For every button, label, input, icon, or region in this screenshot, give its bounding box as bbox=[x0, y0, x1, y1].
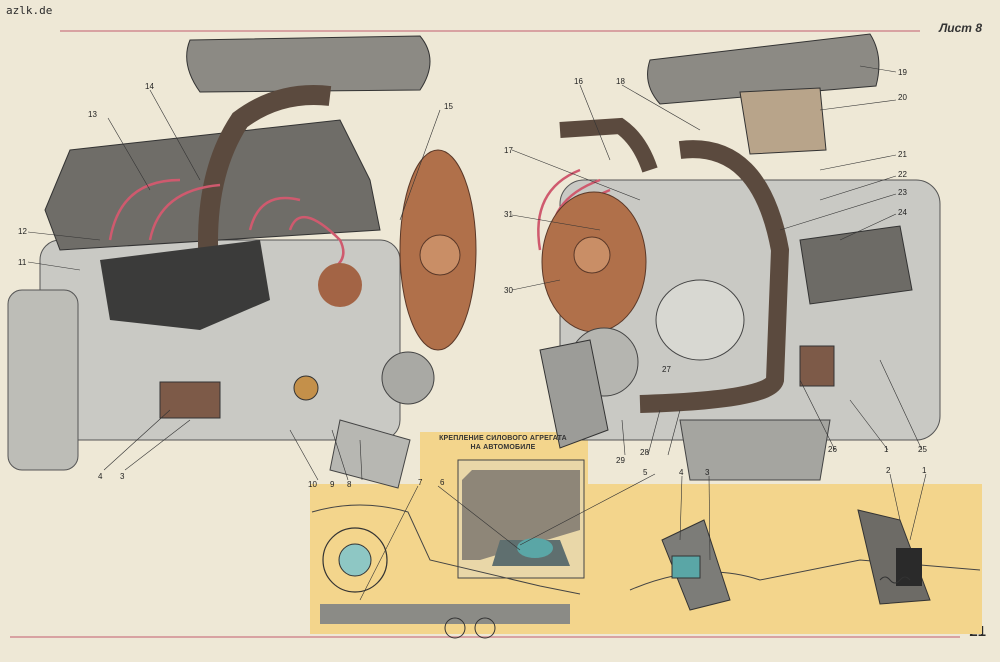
front-mount-tube-b bbox=[474, 617, 496, 639]
callout-22: 22 bbox=[898, 170, 907, 179]
callout-3: 3 bbox=[120, 472, 125, 481]
right-air-filter bbox=[647, 33, 880, 105]
callout-23: 23 bbox=[898, 188, 907, 197]
left-ignition-wires bbox=[108, 178, 345, 272]
callout-31: 31 bbox=[504, 210, 513, 219]
callout-16: 16 bbox=[574, 77, 583, 86]
front-mount-pulley bbox=[322, 527, 388, 593]
callout-26: 26 bbox=[828, 445, 837, 454]
callout-13: 13 bbox=[88, 110, 97, 119]
callout-19: 19 bbox=[898, 68, 907, 77]
callout-12: 12 bbox=[18, 227, 27, 236]
front-mount-hub bbox=[338, 543, 372, 577]
mount-detail-cushion bbox=[517, 538, 553, 558]
left-engine bbox=[7, 35, 477, 489]
callout-3-mount: 3 bbox=[705, 468, 710, 477]
left-oil-filler bbox=[293, 375, 319, 401]
right-engine-mount bbox=[799, 345, 835, 387]
callout-29: 29 bbox=[616, 456, 625, 465]
right-oil-filter bbox=[539, 339, 609, 449]
rear-mount-cushion-left bbox=[671, 555, 701, 579]
callout-5: 5 bbox=[643, 468, 648, 477]
bottom-rule bbox=[10, 636, 960, 638]
callout-14: 14 bbox=[145, 82, 154, 91]
right-upper-hose bbox=[559, 117, 658, 173]
front-mount-outline bbox=[311, 504, 581, 595]
left-engine-mount bbox=[159, 381, 221, 419]
callout-30: 30 bbox=[504, 286, 513, 295]
mount-section-title: КРЕПЛЕНИЕ СИЛОВОГО АГРЕГАТА НА АВТОМОБИЛ… bbox=[418, 434, 588, 452]
right-fan-hub bbox=[573, 236, 611, 274]
callout-24: 24 bbox=[898, 208, 907, 217]
front-mount-tube-a bbox=[444, 617, 466, 639]
right-carburetor bbox=[739, 87, 827, 155]
callout-9: 9 bbox=[330, 480, 335, 489]
callout-4-mount: 4 bbox=[679, 468, 684, 477]
left-intake-hose bbox=[198, 85, 332, 281]
rear-mount-spring bbox=[879, 576, 911, 584]
callout-4: 4 bbox=[98, 472, 103, 481]
left-air-filter bbox=[186, 35, 431, 93]
callout-18: 18 bbox=[616, 77, 625, 86]
left-distributor-cap bbox=[318, 263, 362, 307]
mount-title-line1: КРЕПЛЕНИЕ СИЛОВОГО АГРЕГАТА bbox=[439, 435, 567, 442]
callout-25: 25 bbox=[918, 445, 927, 454]
front-mount-crossmember bbox=[320, 604, 570, 624]
callout-27: 27 bbox=[662, 365, 671, 374]
sheet-label: Лист 8 bbox=[939, 21, 982, 35]
callout-11: 11 bbox=[18, 258, 27, 267]
callout-15: 15 bbox=[444, 102, 453, 111]
callout-1: 1 bbox=[884, 445, 889, 454]
right-generator bbox=[655, 279, 745, 361]
leader-lines bbox=[27, 65, 927, 601]
mount-detail-frame bbox=[462, 470, 580, 560]
right-lower-hose bbox=[639, 140, 790, 413]
callout-21: 21 bbox=[898, 150, 907, 159]
mount-title-line2: НА АВТОМОБИЛЕ bbox=[470, 444, 536, 451]
callout-28: 28 bbox=[640, 448, 649, 457]
left-manifold-shield bbox=[100, 240, 270, 330]
left-pulley bbox=[381, 351, 435, 405]
callout-2: 2 bbox=[886, 466, 891, 475]
callout-1-mount: 1 bbox=[922, 466, 927, 475]
callout-10: 10 bbox=[308, 480, 317, 489]
right-starter bbox=[799, 225, 913, 305]
callout-17: 17 bbox=[504, 146, 513, 155]
right-engine bbox=[537, 33, 941, 481]
callout-20: 20 bbox=[898, 93, 907, 102]
right-oil-pan bbox=[679, 419, 831, 481]
left-fan-hub bbox=[419, 234, 461, 276]
top-rule bbox=[60, 30, 920, 32]
watermark: azlk.de bbox=[6, 4, 53, 17]
callout-8: 8 bbox=[347, 480, 352, 489]
callout-7: 7 bbox=[418, 478, 423, 487]
callout-6: 6 bbox=[440, 478, 445, 487]
left-oil-filter bbox=[329, 419, 411, 489]
left-flywheel-housing bbox=[7, 289, 79, 471]
